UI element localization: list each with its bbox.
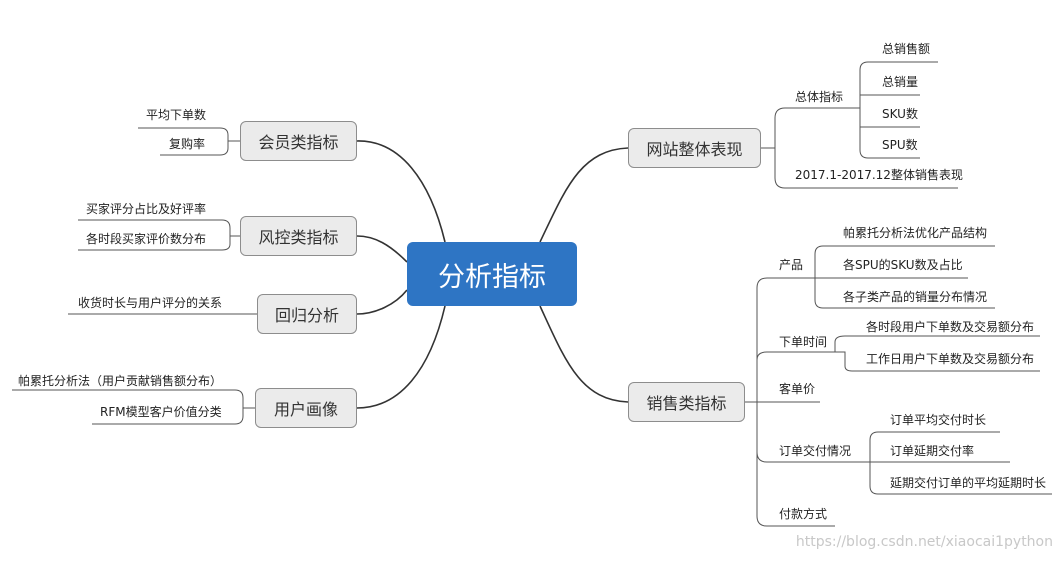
overall-item-volume[interactable]: 总销量 <box>882 75 919 89</box>
member-item-repurchase[interactable]: 复购率 <box>169 137 206 151</box>
overall-item-sku[interactable]: SKU数 <box>882 107 918 121</box>
delivery-item-avg[interactable]: 订单平均交付时长 <box>890 413 987 427</box>
site-performance-node[interactable]: 网站整体表现 <box>628 128 761 168</box>
regression-node[interactable]: 回归分析 <box>257 294 357 334</box>
product-item-spu-sku[interactable]: 各SPU的SKU数及占比 <box>843 258 963 272</box>
delivery-label[interactable]: 订单交付情况 <box>779 444 852 458</box>
risk-metrics-node[interactable]: 风控类指标 <box>240 216 357 256</box>
risk-item-rating-share[interactable]: 买家评分占比及好评率 <box>86 202 207 216</box>
central-topic[interactable]: 分析指标 <box>407 242 577 306</box>
product-item-pareto[interactable]: 帕累托分析法优化产品结构 <box>843 226 988 240</box>
overall-item-spu[interactable]: SPU数 <box>882 138 918 152</box>
unit-price-label[interactable]: 客单价 <box>779 382 816 396</box>
order-time-label[interactable]: 下单时间 <box>779 335 828 349</box>
sales-metrics-node[interactable]: 销售类指标 <box>628 382 745 422</box>
risk-item-review-time[interactable]: 各时段买家评价数分布 <box>86 232 207 246</box>
overall-label[interactable]: 总体指标 <box>795 90 844 104</box>
profile-item-rfm[interactable]: RFM模型客户价值分类 <box>100 405 222 419</box>
delivery-item-delay-length[interactable]: 延期交付订单的平均延期时长 <box>890 476 1047 490</box>
payment-label[interactable]: 付款方式 <box>779 507 828 521</box>
overall-item-sales[interactable]: 总销售额 <box>882 42 931 56</box>
profile-item-pareto[interactable]: 帕累托分析法（用户贡献销售额分布） <box>18 374 223 388</box>
regression-item[interactable]: 收货时长与用户评分的关系 <box>78 296 223 310</box>
member-metrics-node[interactable]: 会员类指标 <box>240 121 357 161</box>
watermark: https://blog.csdn.net/xiaocai1python <box>795 534 1053 550</box>
delivery-item-delay-rate[interactable]: 订单延期交付率 <box>890 444 975 458</box>
user-profile-node[interactable]: 用户画像 <box>255 388 357 428</box>
time-item-workday[interactable]: 工作日用户下单数及交易额分布 <box>866 352 1035 366</box>
time-item-hourly[interactable]: 各时段用户下单数及交易额分布 <box>866 320 1035 334</box>
product-item-subcategory[interactable]: 各子类产品的销量分布情况 <box>843 290 988 304</box>
member-item-avg-orders[interactable]: 平均下单数 <box>146 108 207 122</box>
period-performance[interactable]: 2017.1-2017.12整体销售表现 <box>795 168 963 182</box>
product-label[interactable]: 产品 <box>779 258 804 272</box>
